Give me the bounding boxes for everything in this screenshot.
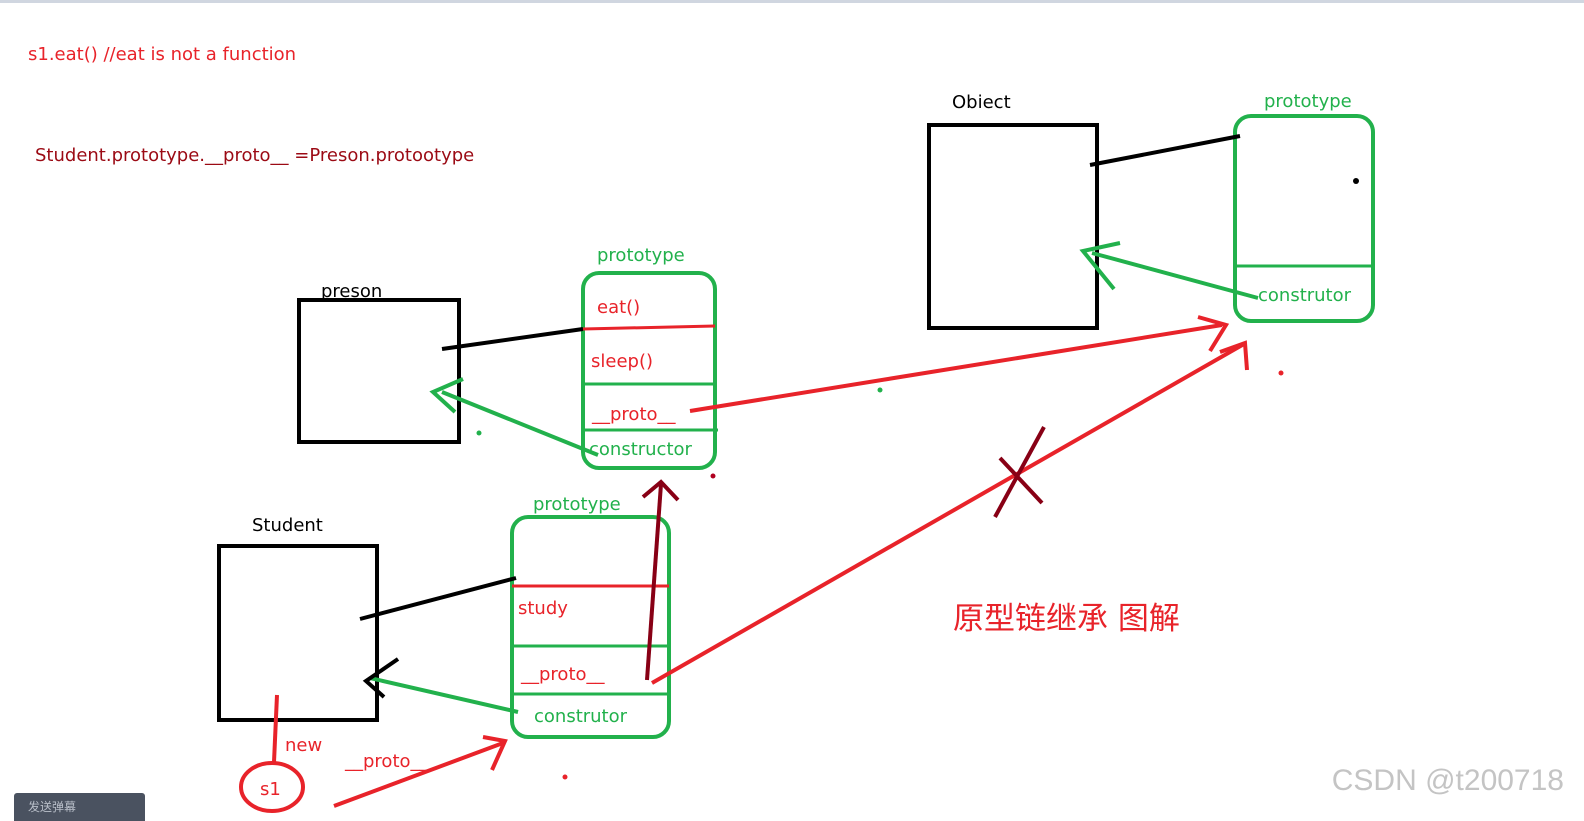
object-constructor-box [927,123,1099,330]
student-prototype-box [510,515,671,739]
person-eat-method: eat() [597,297,640,318]
student-constructor-box [217,544,379,722]
object-to-prototype-link [1089,134,1241,167]
student-to-prototype-link [359,576,517,621]
person-proto-arrowhead [1197,315,1230,353]
student-proto-to-person-prototype-arrow [645,483,663,681]
dot-mark [562,774,568,780]
person-constructor-box [297,298,461,444]
instance-s1-circle [239,761,305,813]
object-prototype-box [1233,114,1375,323]
student-proto-label: __proto__ [520,664,606,685]
person-title: preson [321,281,382,302]
object-constructor-arrowhead [1079,241,1121,291]
person-proto-label: __proto__ [591,404,677,425]
person-prototype-title: prototype [597,245,685,266]
cross-mark-1 [998,456,1044,505]
dot-mark [877,387,883,393]
person-sleep-method: sleep() [591,351,653,372]
instance-proto-arrowhead [482,735,508,771]
person-prototype-divider-1 [582,324,716,331]
object-prototype-title: prototype [1264,91,1352,112]
new-label: new [285,735,322,756]
dot-mark [476,430,482,436]
student-proto-dark-arrowhead [641,479,680,502]
student-constructor-label: construtor [534,706,628,727]
student-prototype-title: prototype [533,494,621,515]
person-proto-to-object-prototype-arrow [689,323,1223,413]
instance-proto-label: __proto__ [344,751,430,772]
person-to-prototype-link [441,327,584,351]
object-prototype-constructor-label: construtor [1258,285,1352,306]
instance-s1-label: s1 [260,779,281,800]
student-proto-red-arrowhead [1219,340,1249,371]
instance-proto-arrow-line [333,741,504,808]
person-prototype-box [581,271,717,470]
student-study-method: study [518,598,568,619]
note-assignment: Student.prototype.__proto__ =Preson.prot… [35,145,474,166]
student-title: Student [252,515,323,536]
object-constructor-arrow-line [1091,251,1259,300]
student-constructor-arrowhead [362,657,400,699]
object-title: Obiect [952,92,1011,113]
student-proto-to-object-prototype-arrow [651,342,1245,685]
danmaku-send-tab[interactable]: 发送弹幕 [14,793,145,821]
csdn-watermark: CSDN @t200718 [1331,764,1564,797]
person-constructor-label: constructor [589,439,693,460]
person-constructor-arrowhead [429,377,464,414]
dot-mark [1353,178,1359,184]
dot-mark [710,473,716,479]
diagram-caption: 原型链继承 图解 [953,601,1180,637]
top-border [0,0,1584,3]
note-eat-call: s1.eat() //eat is not a function [28,44,296,65]
student-constructor-arrow-line [369,676,519,714]
dot-mark [1278,370,1284,376]
new-link-line [272,694,279,763]
cross-mark-2 [993,426,1046,518]
person-constructor-arrow-line [441,390,599,457]
